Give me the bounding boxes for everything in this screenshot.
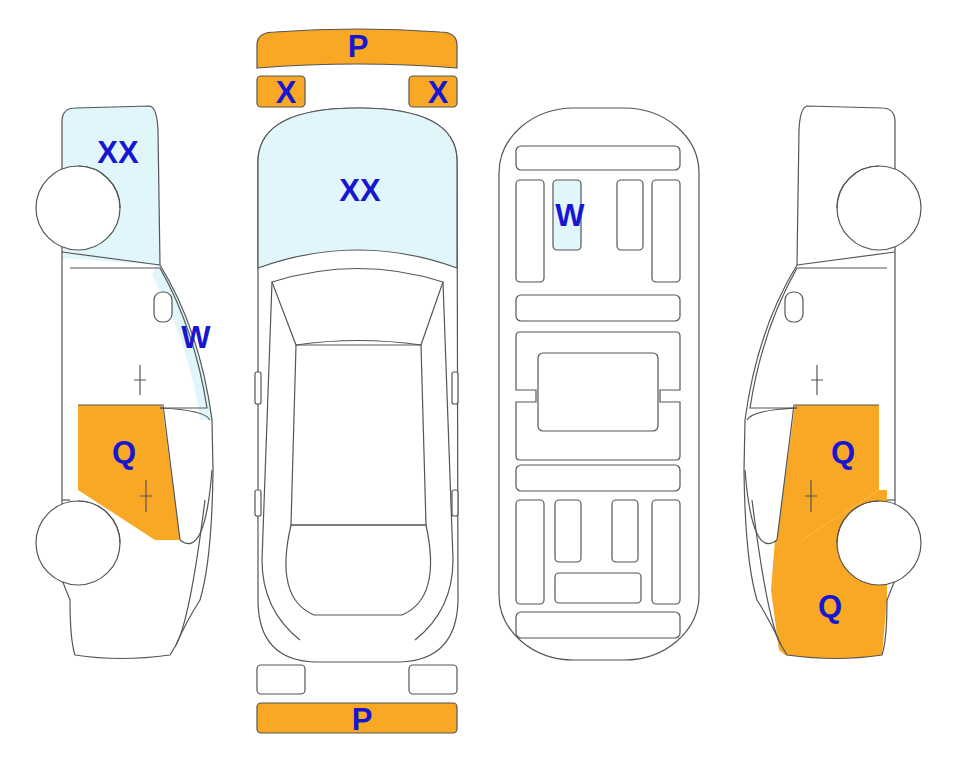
left-side-view xyxy=(36,106,213,659)
right-side-view xyxy=(744,106,921,659)
damage-code: XX xyxy=(97,137,138,168)
damage-code: P xyxy=(348,31,369,62)
damage-code: XX xyxy=(339,175,380,206)
damage-code: X xyxy=(428,77,449,108)
front-light xyxy=(257,76,305,107)
damage-code: Q xyxy=(818,591,842,622)
top-view xyxy=(255,29,458,733)
damage-code: Q xyxy=(831,437,855,468)
damage-code: Q xyxy=(112,437,136,468)
front-bumper xyxy=(257,29,457,68)
damage-code: W xyxy=(181,322,210,353)
front-light xyxy=(409,76,457,107)
hood-area xyxy=(258,108,457,268)
underside-view xyxy=(499,108,699,660)
windshield-area xyxy=(152,262,213,420)
damage-code: X xyxy=(276,77,297,108)
damage-code: P xyxy=(352,704,373,735)
damage-code: W xyxy=(555,200,584,231)
